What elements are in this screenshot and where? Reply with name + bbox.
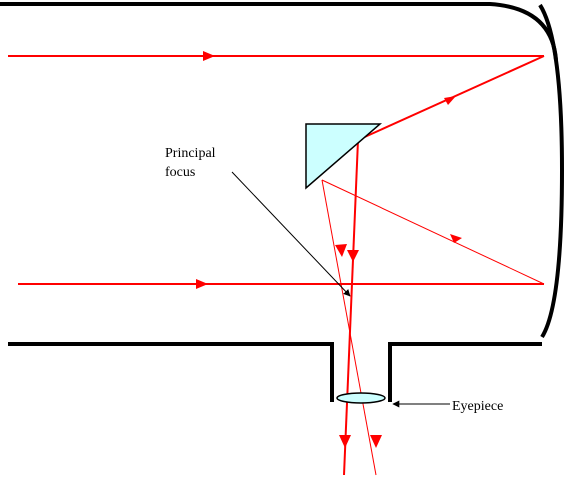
light-rays	[8, 51, 545, 476]
tube-top-wall	[0, 1, 558, 61]
ray-exit-arrow-right	[370, 435, 382, 448]
telescope-tube	[0, 1, 565, 402]
eyepiece-lens	[336, 392, 386, 404]
principal-focus-label-line2: focus	[165, 165, 195, 180]
eyepiece-label: Eyepiece	[452, 399, 503, 414]
tube-bottom-wall-left	[8, 342, 334, 402]
principal-focus-label-line1: Principal	[165, 146, 216, 161]
ray-arrow-bottom	[196, 279, 208, 289]
ray-arrow-top	[203, 51, 215, 61]
secondary-mirror	[305, 123, 383, 190]
ray-down-right	[343, 139, 359, 476]
ray-down-arrow-left	[335, 244, 347, 257]
reflected-ray-bottom	[321, 179, 545, 285]
ray-down-left	[321, 179, 377, 476]
ray-down-arrow-right	[347, 250, 359, 262]
tube-bottom-wall-right	[388, 342, 542, 402]
primary-mirror-curve	[538, 3, 565, 339]
reflected-arrow-bottom	[450, 234, 462, 243]
reflected-arrow-top	[444, 96, 456, 105]
ray-exit-arrow-left	[339, 435, 351, 448]
principal-focus-pointer	[231, 171, 351, 297]
